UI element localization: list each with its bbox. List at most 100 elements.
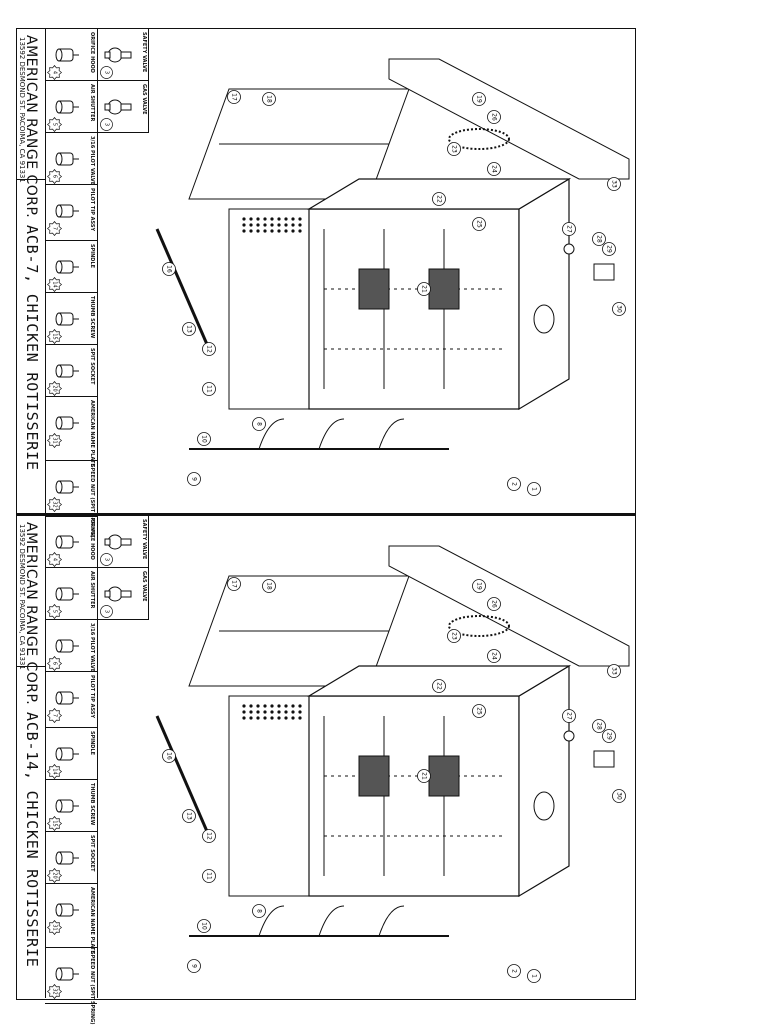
legend-cell: SPINDLE 14 bbox=[45, 728, 97, 780]
part-icon bbox=[55, 967, 79, 981]
svg-text:1: 1 bbox=[531, 974, 538, 978]
svg-text:11: 11 bbox=[206, 872, 213, 880]
svg-text:7: 7 bbox=[52, 714, 58, 717]
panel-acb-14: AMERICAN RANGE CORP. 13592 DESMOND ST. P… bbox=[17, 516, 634, 1025]
legend-number-badge: 6 bbox=[47, 656, 62, 671]
legend-part-label: SAFETY VALVE bbox=[141, 32, 147, 73]
svg-text:13: 13 bbox=[186, 325, 193, 333]
legend-part-label: 3/16 PILOT VALVE bbox=[89, 136, 95, 186]
legend-cell: AMERICAN NAME PLATE 31 bbox=[45, 397, 97, 467]
part-icon bbox=[55, 364, 79, 378]
part-icon bbox=[55, 587, 79, 601]
svg-text:16: 16 bbox=[166, 752, 173, 760]
callout-badge: 26 bbox=[487, 597, 501, 611]
legend-number-badge: 3 bbox=[100, 605, 113, 618]
svg-text:7: 7 bbox=[52, 227, 58, 230]
svg-text:14: 14 bbox=[52, 768, 58, 774]
legend-part-label: GAS VALVE bbox=[141, 571, 147, 602]
legend-part-label: PILOT TIP ASSY bbox=[89, 188, 95, 232]
callout-badge: 16 bbox=[162, 749, 176, 763]
legend-part-label: THUMB SCREW bbox=[89, 296, 95, 339]
valve-icon bbox=[104, 47, 132, 63]
svg-text:8: 8 bbox=[256, 909, 263, 913]
callout-badge: 22 bbox=[432, 679, 446, 693]
callout-badge: 12 bbox=[202, 342, 216, 356]
legend-cell: ORIFICE HOOD 4 bbox=[45, 29, 97, 81]
svg-text:30: 30 bbox=[616, 792, 623, 800]
parts-legend-valves: SAFETY VALVE 3 GAS VALVE 3 bbox=[97, 516, 149, 620]
legend-cell: 3/16 PILOT VALVE 6 bbox=[45, 620, 97, 672]
part-icon bbox=[55, 152, 79, 166]
callout-badge: 9 bbox=[187, 472, 201, 486]
legend-number-badge: 32 bbox=[47, 984, 62, 999]
callout-badge: 33 bbox=[607, 177, 621, 191]
callout-badge: 1 bbox=[527, 482, 541, 496]
callout-badge: 27 bbox=[562, 222, 576, 236]
svg-text:14: 14 bbox=[52, 281, 58, 287]
callout-badge: 17 bbox=[227, 90, 241, 104]
svg-text:20: 20 bbox=[52, 872, 58, 878]
callout-badge: 19 bbox=[472, 579, 486, 593]
panel-acb-7: AMERICAN RANGE CORP. 13592 DESMOND ST. P… bbox=[17, 29, 634, 538]
svg-text:9: 9 bbox=[191, 964, 198, 968]
callout-badge: 2 bbox=[507, 477, 521, 491]
legend-cell: PILOT TIP ASSY 7 bbox=[45, 672, 97, 728]
parts-legend-valves: SAFETY VALVE 3 GAS VALVE 3 bbox=[97, 29, 149, 133]
callout-badge: 2 bbox=[507, 964, 521, 978]
svg-text:5: 5 bbox=[52, 123, 58, 126]
svg-text:3: 3 bbox=[104, 71, 110, 74]
legend-number-badge: 14 bbox=[47, 764, 62, 779]
svg-text:12: 12 bbox=[206, 345, 213, 353]
legend-part-label: SPINDLE bbox=[89, 244, 95, 269]
part-icon bbox=[55, 480, 79, 494]
legend-cell: SPEED NUT (SPIT SPRING) 32 bbox=[45, 948, 97, 1025]
part-icon bbox=[55, 48, 79, 62]
part-icon bbox=[55, 100, 79, 114]
legend-part-label: AIR SHUTTER bbox=[89, 84, 95, 122]
drawing-title: ACB-14, CHICKEN ROTISSERIE bbox=[23, 712, 41, 968]
perforated-panel bbox=[242, 217, 302, 233]
legend-part-label: SPEED NUT (SPIT SPRING) bbox=[89, 951, 95, 1025]
svg-text:3: 3 bbox=[104, 558, 110, 561]
part-icon bbox=[55, 535, 79, 549]
legend-part-label: SPIT SOCKET bbox=[89, 348, 95, 385]
legend-part-label: ORIFICE HOOD bbox=[89, 32, 95, 73]
legend-cell-valve: SAFETY VALVE 3 bbox=[97, 29, 149, 81]
legend-number-badge: 6 bbox=[47, 169, 62, 184]
callout-badge: 9 bbox=[187, 959, 201, 973]
part-icon bbox=[55, 204, 79, 218]
perforated-panel bbox=[242, 704, 302, 720]
svg-text:29: 29 bbox=[606, 732, 613, 740]
legend-part-label: SPIT SOCKET bbox=[89, 835, 95, 872]
svg-text:21: 21 bbox=[421, 285, 428, 293]
callout-badge: 30 bbox=[612, 789, 626, 803]
legend-part-label: 3/16 PILOT VALVE bbox=[89, 623, 95, 673]
svg-text:27: 27 bbox=[566, 225, 573, 233]
legend-part-label: ORIFICE HOOD bbox=[89, 519, 95, 560]
legend-cell-valve: GAS VALVE 3 bbox=[97, 81, 149, 133]
title-block: AMERICAN RANGE CORP. 13592 DESMOND ST. P… bbox=[17, 516, 46, 998]
legend-number-badge: 31 bbox=[47, 433, 62, 448]
callout-badge: 29 bbox=[602, 242, 616, 256]
svg-text:33: 33 bbox=[611, 180, 618, 188]
legend-number-badge: 14 bbox=[47, 277, 62, 292]
valve-icon bbox=[104, 534, 132, 550]
legend-number-badge: 7 bbox=[47, 221, 62, 236]
svg-text:17: 17 bbox=[231, 93, 238, 101]
part-icon bbox=[55, 691, 79, 705]
callout-badge: 17 bbox=[227, 577, 241, 591]
legend-number-badge: 3 bbox=[100, 118, 113, 131]
legend-number-badge: 3 bbox=[100, 66, 113, 79]
callout-badge: 28 bbox=[592, 719, 606, 733]
svg-text:28: 28 bbox=[596, 722, 603, 730]
svg-text:31: 31 bbox=[52, 924, 58, 930]
callout-badge: 21 bbox=[417, 769, 431, 783]
valve-icon bbox=[104, 99, 132, 115]
svg-text:6: 6 bbox=[52, 175, 58, 178]
callout-badge: 18 bbox=[262, 579, 276, 593]
legend-number-badge: 15 bbox=[47, 816, 62, 831]
svg-text:15: 15 bbox=[52, 820, 58, 826]
callout-badge: 8 bbox=[252, 417, 266, 431]
